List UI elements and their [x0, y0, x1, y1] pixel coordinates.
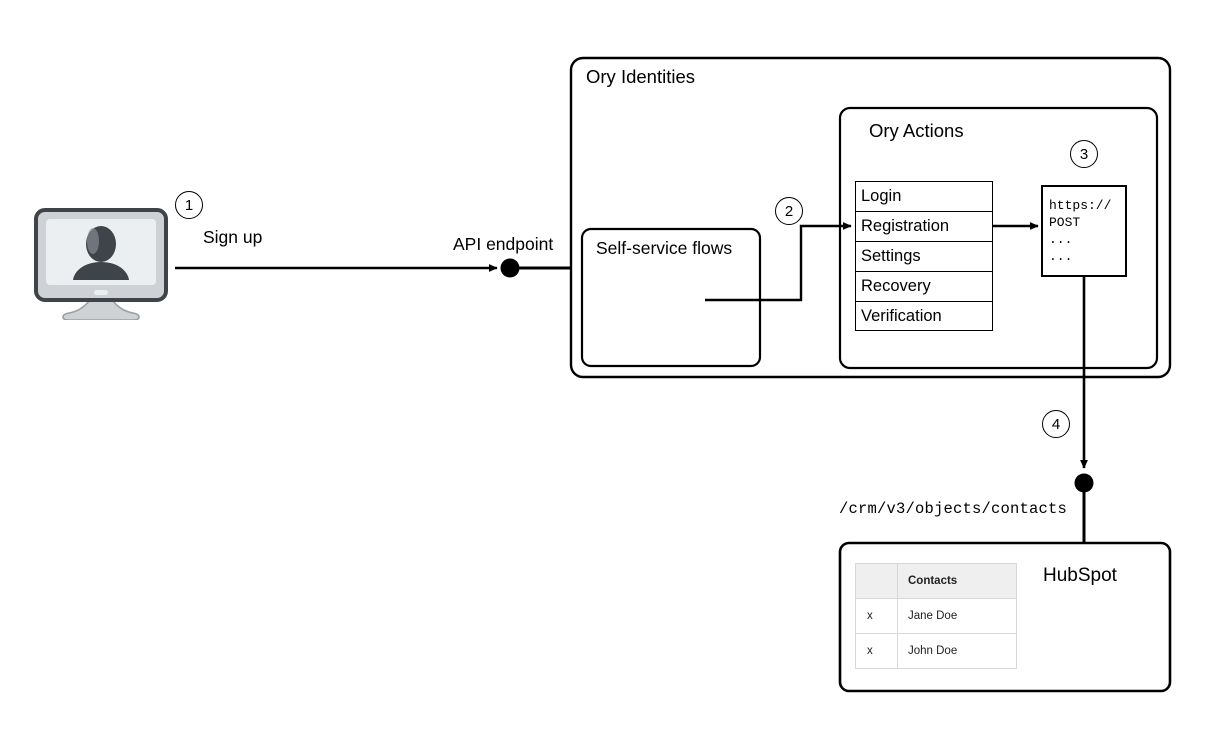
ory-identities-title: Ory Identities [586, 66, 695, 87]
label-crm-path: /crm/v3/objects/contacts [839, 500, 1068, 518]
row-contact-name: Jane Doe [897, 598, 1017, 634]
webhook-request-box: https:// POST ... ... [1041, 185, 1127, 277]
step-marker-1: 1 [175, 191, 203, 219]
row-marker: x [855, 633, 898, 669]
webhook-line-ellipsis-2: ... [1049, 249, 1073, 264]
step-marker-4: 4 [1042, 410, 1070, 438]
flow-item-login[interactable]: Login [855, 181, 993, 211]
row-marker: x [855, 598, 898, 634]
flow-item-recovery[interactable]: Recovery [855, 271, 993, 301]
table-header-row: Contacts [855, 563, 1017, 599]
webhook-line-method: POST [1049, 215, 1081, 230]
table-header-contacts: Contacts [897, 563, 1017, 599]
hubspot-contacts-table: Contacts x Jane Doe x John Doe [855, 563, 1017, 669]
table-row[interactable]: x Jane Doe [855, 598, 1017, 634]
ory-actions-title: Ory Actions [869, 120, 964, 141]
hubspot-title: HubSpot [1043, 565, 1117, 586]
row-contact-name: John Doe [897, 633, 1017, 669]
api-endpoint-node [500, 258, 520, 278]
table-header-marker [855, 563, 898, 599]
label-api-endpoint: API endpoint [453, 234, 554, 254]
webhook-line-url: https:// [1049, 198, 1112, 213]
step-marker-2: 2 [775, 197, 803, 225]
monitor-user-icon [34, 208, 168, 320]
self-service-flows-title: Self-service flows [596, 238, 733, 258]
flow-item-registration[interactable]: Registration [855, 211, 993, 241]
arrow-flow-to-registration [705, 222, 852, 302]
label-sign-up: Sign up [203, 227, 263, 247]
flow-item-verification[interactable]: Verification [855, 301, 993, 331]
flow-item-settings[interactable]: Settings [855, 241, 993, 271]
step-marker-3: 3 [1070, 140, 1098, 168]
table-row[interactable]: x John Doe [855, 633, 1017, 669]
ory-actions-flow-list: Login Registration Settings Recovery Ver… [855, 181, 993, 331]
webhook-line-ellipsis-1: ... [1049, 232, 1073, 247]
self-service-flows-box [580, 227, 762, 368]
